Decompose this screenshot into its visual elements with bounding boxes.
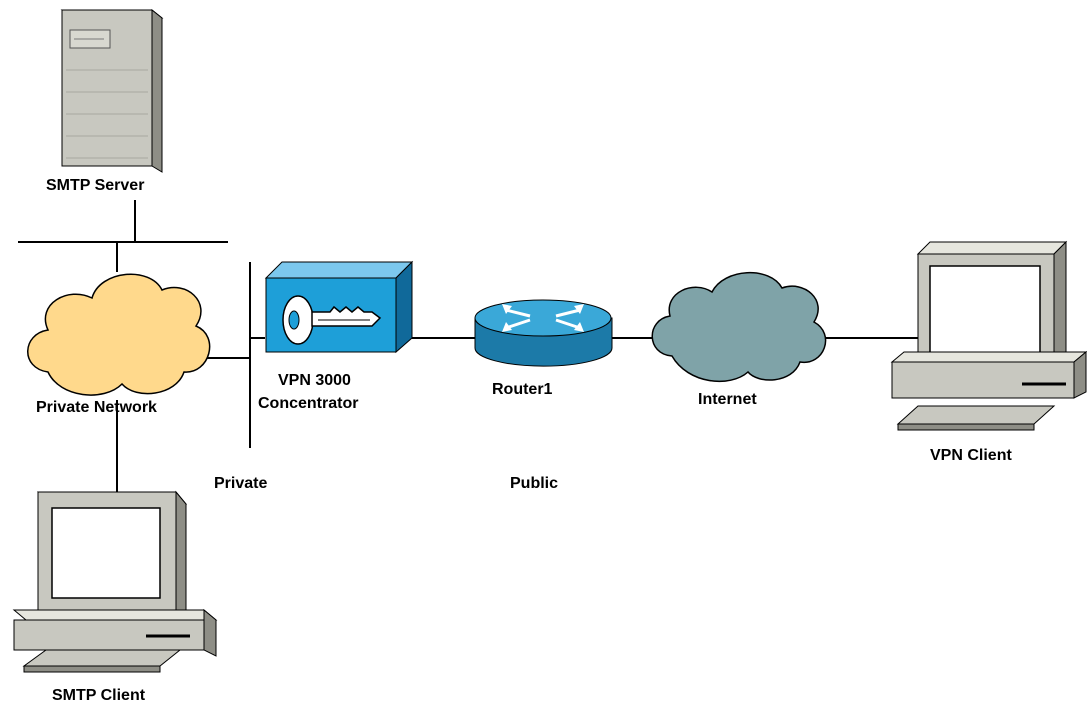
vpn-concentrator-label-line1: VPN 3000	[278, 372, 351, 389]
smtp-client-node: SMTP Client	[12, 490, 218, 704]
public-segment-label: Public	[510, 475, 558, 492]
private-network-label: Private Network	[36, 399, 157, 416]
router1-label: Router1	[492, 381, 553, 398]
cloud-icon	[651, 272, 827, 383]
workstation-icon	[12, 490, 218, 673]
private-segment-label: Private	[214, 475, 267, 492]
router-icon	[474, 299, 613, 367]
cloud-icon	[27, 273, 211, 396]
internet-label: Internet	[698, 391, 757, 408]
server-tower-icon	[60, 8, 164, 173]
vpn-client-label: VPN Client	[930, 447, 1012, 464]
key-icon	[264, 260, 414, 354]
workstation-icon	[890, 240, 1087, 431]
smtp-client-label: SMTP Client	[52, 687, 146, 704]
connections	[18, 200, 918, 492]
vpn-client-node: VPN Client	[890, 240, 1087, 464]
router1-node: Router1	[474, 299, 613, 398]
smtp-server-node: SMTP Server	[46, 8, 164, 194]
private-network-node: Private Network	[27, 273, 211, 416]
screen	[929, 265, 1041, 355]
smtp-server-label: SMTP Server	[46, 177, 144, 194]
vpn-concentrator-label-line2: Concentrator	[258, 395, 358, 412]
vpn-concentrator-node: VPN 3000 Concentrator	[258, 260, 414, 412]
internet-node: Internet	[651, 272, 827, 408]
screen	[51, 507, 161, 599]
